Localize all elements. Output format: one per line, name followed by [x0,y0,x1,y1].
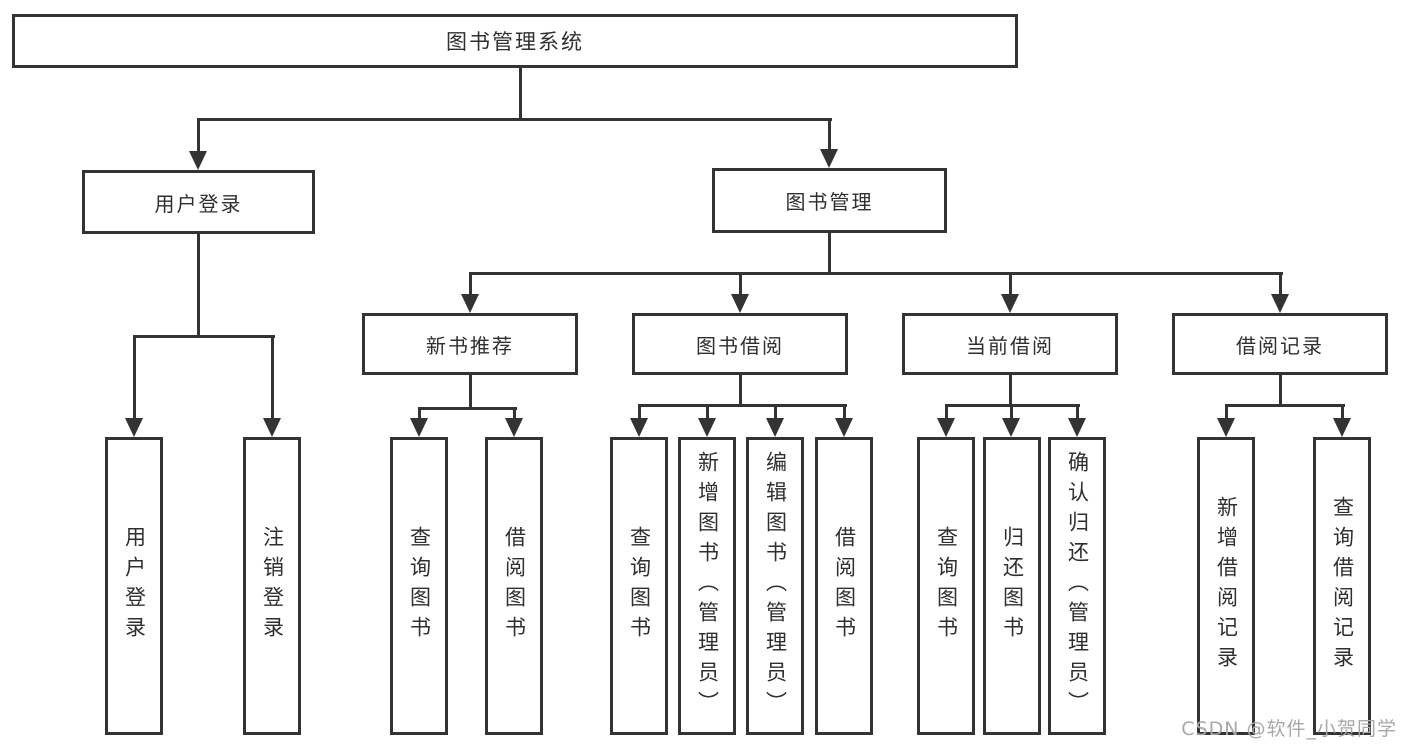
arrowhead-icon [461,294,479,313]
connector-line [133,335,136,424]
leaf-label: 查询借阅记录 [1330,496,1355,676]
connector-line [706,404,709,424]
leaf-label: 查询图书 [627,526,652,646]
arrowhead-icon [1001,294,1019,313]
arrowhead-icon [125,418,143,437]
connector-line [519,66,522,121]
connector-line [1009,373,1012,407]
connector-line [197,232,200,338]
leaf-query-borrow-record: 查询借阅记录 [1313,437,1371,735]
connector-line [418,407,421,424]
arrowhead-icon [263,418,281,437]
connector-line [1076,404,1079,424]
connector-line [1341,404,1344,424]
arrowhead-icon [189,151,207,170]
connector-line [774,404,777,424]
arrowhead-icon [820,149,838,168]
node-book-management: 图书管理 [712,168,947,233]
csdn-watermark: CSDN @软件_小贺同学 [1181,718,1397,740]
node-borrowing-records: 借阅记录 [1172,313,1388,375]
arrowhead-icon [937,418,955,437]
connector-line [469,272,1283,275]
leaf-return-books: 归还图书 [983,437,1041,735]
leaf-label: 归还图书 [1000,526,1025,646]
leaf-logout: 注销登录 [243,437,301,735]
arrowhead-icon [1333,418,1351,437]
arrowhead-icon [698,418,716,437]
leaf-label: 借阅图书 [832,526,857,646]
leaf-borrow-books: 借阅图书 [815,437,873,735]
connector-line [1010,404,1013,424]
arrowhead-icon [1068,418,1086,437]
leaf-label: 查询图书 [407,526,432,646]
leaf-confirm-return-admin: 确认归还（管理员） [1048,437,1106,735]
arrowhead-icon [1217,418,1235,437]
connector-line [828,231,831,275]
leaf-add-borrow-record: 新增借阅记录 [1197,437,1255,735]
connector-line [1279,272,1282,302]
leaf-label: 编辑图书（管理员） [763,451,788,721]
connector-line [271,335,274,424]
arrowhead-icon [410,418,428,437]
node-user-login: 用户登录 [82,170,315,234]
leaf-user-login: 用户登录 [105,437,163,735]
leaf-query-books: 查询图书 [390,437,448,735]
leaf-label: 用户登录 [122,526,147,646]
connector-line [133,335,275,338]
connector-line [513,407,516,424]
leaf-borrow-books: 借阅图书 [485,437,543,735]
arrowhead-icon [630,418,648,437]
arrowhead-icon [731,294,749,313]
connector-line [197,118,200,157]
node-library-system: 图书管理系统 [12,14,1018,68]
leaf-label: 新增借阅记录 [1214,496,1239,676]
leaf-edit-books-admin: 编辑图书（管理员） [746,437,804,735]
connector-line [469,373,472,410]
arrowhead-icon [1002,418,1020,437]
arrowhead-icon [505,418,523,437]
node-book-borrowing: 图书借阅 [632,313,848,375]
connector-line [1225,404,1345,407]
leaf-label: 查询图书 [934,526,959,646]
leaf-label: 借阅图书 [502,526,527,646]
connector-line [1225,404,1228,424]
connector-line [469,272,472,302]
arrowhead-icon [835,418,853,437]
connector-line [197,118,832,121]
arrowhead-icon [766,418,784,437]
leaf-label: 确认归还（管理员） [1065,451,1090,721]
leaf-query-books: 查询图书 [610,437,668,735]
leaf-label: 注销登录 [260,526,285,646]
leaf-label: 新增图书（管理员） [695,451,720,721]
connector-line [739,272,742,302]
connector-line [828,118,831,155]
connector-line [739,373,742,407]
arrowhead-icon [1271,294,1289,313]
connector-line [843,404,846,424]
connector-line [638,404,641,424]
connector-line [945,404,948,424]
leaf-add-books-admin: 新增图书（管理员） [678,437,736,735]
leaf-query-books: 查询图书 [917,437,975,735]
connector-line [418,407,517,410]
connector-line [1009,272,1012,302]
connector-line [1279,373,1282,407]
connector-line [638,404,847,407]
node-current-borrowing: 当前借阅 [902,313,1118,375]
node-new-book-recommend: 新书推荐 [362,313,578,375]
